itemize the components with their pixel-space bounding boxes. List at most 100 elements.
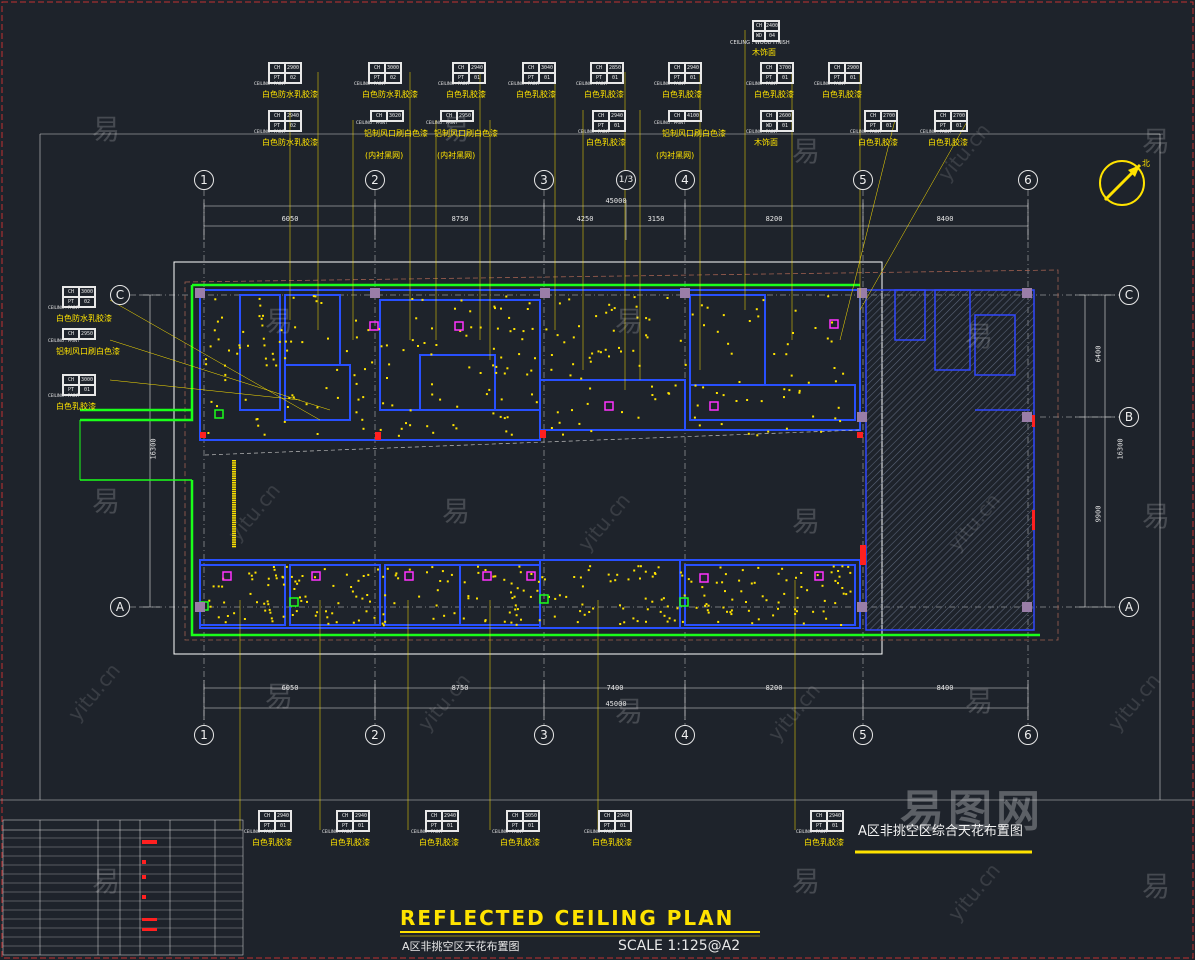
- light-fixture: [840, 624, 843, 626]
- light-fixture: [267, 584, 270, 587]
- light-fixture: [802, 622, 805, 625]
- light-fixture: [773, 353, 776, 355]
- equipment-marker: [604, 401, 614, 411]
- light-fixture: [785, 353, 788, 356]
- light-fixture: [757, 618, 760, 621]
- light-fixture: [259, 304, 262, 307]
- linear-light: [232, 482, 236, 484]
- light-fixture: [381, 622, 384, 625]
- equipment-marker: [369, 321, 379, 331]
- light-fixture: [762, 299, 765, 302]
- light-fixture: [578, 422, 581, 425]
- light-fixture: [619, 604, 621, 607]
- light-fixture: [510, 582, 513, 585]
- light-fixture: [554, 597, 557, 600]
- legend-red-swatches: [142, 840, 157, 931]
- light-fixture: [827, 295, 830, 298]
- light-fixture: [228, 349, 230, 352]
- linear-light: [232, 501, 236, 504]
- light-fixture: [418, 595, 421, 598]
- light-fixture: [431, 566, 434, 569]
- light-fixture: [722, 394, 725, 397]
- linear-light: [232, 495, 236, 497]
- dim-top-6: 8400: [936, 215, 954, 223]
- light-fixture: [371, 361, 374, 364]
- light-fixture: [563, 341, 566, 344]
- light-fixture: [506, 367, 509, 370]
- light-fixture: [627, 578, 630, 581]
- light-fixture: [459, 330, 462, 332]
- light-fixture: [477, 571, 480, 574]
- hatched-void-area: [866, 290, 1034, 630]
- dim-top-2: 8750: [451, 215, 469, 223]
- linear-light: [232, 510, 236, 513]
- light-fixture: [467, 595, 470, 598]
- light-fixture: [409, 409, 412, 412]
- light-fixture: [479, 372, 482, 374]
- light-fixture: [499, 415, 502, 418]
- ceiling-tag-label: 白色防水乳胶漆: [56, 314, 112, 323]
- light-fixture: [314, 295, 317, 298]
- light-fixture: [353, 374, 356, 377]
- light-fixture: [522, 330, 525, 333]
- equipment-marker: [679, 597, 689, 607]
- light-fixture: [280, 329, 283, 332]
- light-fixture: [849, 590, 852, 593]
- light-fixture: [632, 617, 635, 620]
- ceiling-tag-label: 铝制风口刷白色漆: [364, 129, 428, 138]
- light-fixture: [698, 424, 701, 427]
- ceiling-tag-type: CEILING : PAINT: [354, 81, 386, 86]
- light-fixture: [513, 328, 516, 330]
- light-fixture: [361, 597, 364, 600]
- light-fixture: [515, 614, 518, 617]
- light-fixture: [529, 595, 532, 598]
- light-fixture: [221, 316, 223, 319]
- wall-outline-green: [80, 283, 1040, 637]
- wood-tag-ceiling: CEILING : WOOD FINISH: [730, 40, 790, 46]
- light-fixture: [707, 604, 710, 607]
- light-fixture: [312, 295, 315, 298]
- light-fixture: [431, 393, 434, 396]
- light-fixture: [558, 421, 561, 424]
- light-fixture: [673, 619, 676, 622]
- ceiling-tag-label: 白色乳胶漆: [419, 838, 459, 847]
- ceiling-tag-label: 白色乳胶漆: [586, 138, 626, 147]
- light-fixture: [565, 595, 568, 598]
- light-fixture: [286, 349, 289, 352]
- light-fixture: [492, 347, 495, 350]
- light-fixture: [726, 610, 728, 613]
- light-fixture: [651, 600, 654, 603]
- light-fixture: [571, 409, 573, 412]
- light-fixture: [355, 382, 358, 385]
- light-fixture: [476, 597, 478, 600]
- light-fixture: [316, 406, 319, 409]
- light-fixture: [295, 610, 298, 613]
- ceiling-tag-label: 白色乳胶漆: [928, 138, 968, 147]
- light-fixture: [510, 433, 513, 436]
- light-fixture: [748, 320, 751, 322]
- light-fixture: [291, 614, 294, 616]
- light-fixture: [796, 596, 799, 599]
- light-fixture: [290, 340, 293, 343]
- light-fixture: [644, 597, 647, 600]
- light-fixture: [492, 364, 495, 367]
- light-fixture: [657, 566, 660, 569]
- linear-light: [232, 537, 236, 539]
- light-fixture: [393, 602, 396, 605]
- linear-light: [232, 477, 236, 480]
- equipment-marker: [814, 571, 824, 581]
- sheet-subtitle: A区非挑空区天花布置图: [402, 940, 520, 953]
- light-fixture: [636, 620, 639, 623]
- linear-light: [232, 490, 236, 493]
- light-fixture: [361, 418, 364, 421]
- light-fixture: [821, 584, 824, 587]
- light-fixture: [503, 417, 506, 420]
- light-fixture: [663, 614, 666, 617]
- light-fixture: [645, 620, 647, 623]
- light-fixture: [720, 423, 723, 426]
- light-fixture: [278, 340, 281, 343]
- building-outline: [184, 269, 1059, 641]
- light-fixture: [411, 339, 414, 342]
- grid-bubble-bottom-4: 4: [675, 725, 695, 745]
